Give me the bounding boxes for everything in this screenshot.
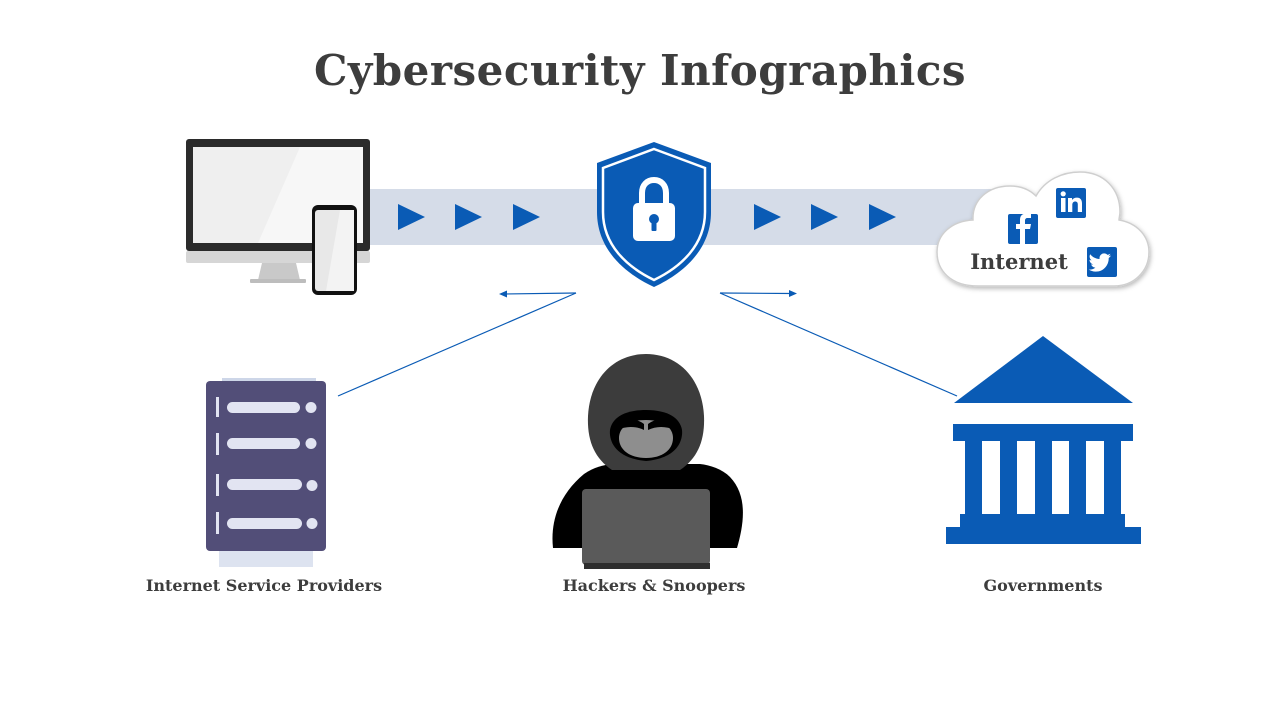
connector-lines	[337, 292, 958, 397]
page-title: Cybersecurity Infographics	[313, 46, 967, 95]
label-hackers-snoopers: Hackers & Snoopers	[562, 576, 746, 595]
smartphone-icon	[312, 205, 357, 295]
connector-arrowheads	[499, 290, 797, 298]
server-icon	[206, 378, 326, 567]
twitter-icon	[1087, 247, 1117, 277]
government-building-icon	[946, 336, 1141, 544]
security-shield-icon	[597, 142, 711, 287]
cloud-label: Internet	[970, 249, 1068, 274]
flow-arrows-left	[398, 204, 540, 230]
hacker-icon	[552, 354, 743, 569]
flow-arrows-right	[754, 204, 896, 230]
label-internet-service-providers: Internet Service Providers	[145, 576, 383, 595]
linkedin-icon	[1056, 188, 1086, 218]
label-governments: Governments	[983, 576, 1103, 595]
facebook-icon	[1008, 213, 1038, 244]
